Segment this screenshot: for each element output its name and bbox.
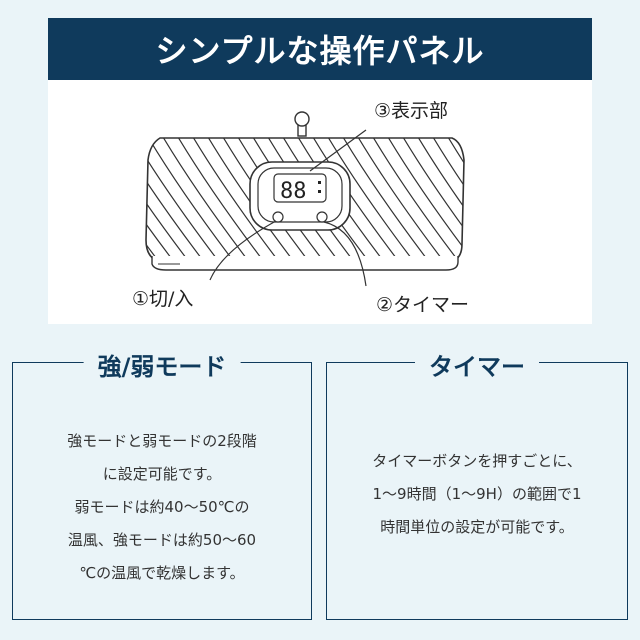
mode-line: 強モードと弱モードの2段階 <box>67 432 257 450</box>
mode-heading: 強/弱モード <box>83 347 241 382</box>
texture-stripe <box>48 120 113 280</box>
timer-line: 時間単位の設定が可能です。 <box>380 518 574 536</box>
texture-stripe <box>407 138 464 262</box>
power-button[interactable] <box>272 211 284 223</box>
mode-line: 温風、強モードは約50～60 <box>67 531 257 549</box>
timer-description: タイマーボタンを押すごとに、 1～9時間（1～9H）の範囲で1 時間単位の設定が… <box>327 445 627 544</box>
texture-stripe <box>48 120 143 280</box>
dryer-base <box>151 256 459 271</box>
timer-line: 1～9時間（1～9H）の範囲で1 <box>372 485 582 503</box>
texture-stripe <box>452 138 464 262</box>
display-leader <box>309 129 367 172</box>
texture-stripe <box>48 120 98 280</box>
mode-info-box: 強/弱モード 強モードと弱モードの2段階 に設定可能です。 弱モードは約40～5… <box>12 347 312 620</box>
callout-display: ③表示部 <box>374 100 449 122</box>
timer-info-box: タイマー タイマーボタンを押すごとに、 1～9時間（1～9H）の範囲で1 時間単… <box>326 347 628 620</box>
power-leader <box>209 220 277 281</box>
leader-lines <box>209 129 367 287</box>
texture-stripe <box>377 138 464 262</box>
texture-stripe <box>498 120 592 280</box>
texture-stripe <box>543 120 592 280</box>
title-banner: シンプルな操作パネル <box>48 18 592 80</box>
display-readout: 88 <box>280 179 307 204</box>
mode-line: に設定可能です。 <box>102 465 222 483</box>
texture-stripe <box>468 120 578 280</box>
mode-description: 強モードと弱モードの2段階 に設定可能です。 弱モードは約40～50℃の 温風、… <box>13 425 311 590</box>
timer-leader <box>323 221 367 287</box>
callout-power: ①切/入 <box>132 288 194 310</box>
texture-stripe <box>528 120 592 280</box>
product-diagram: 88 ③表示部 ①切/入 ②タイマー <box>48 80 592 324</box>
mode-line: 弱モードは約40～50℃の <box>74 498 250 516</box>
timer-line: タイマーボタンを押すごとに、 <box>372 452 582 470</box>
timer-button[interactable] <box>316 211 328 223</box>
page-title: シンプルな操作パネル <box>155 32 485 70</box>
dryer-illustration: 88 <box>48 111 592 287</box>
texture-stripe <box>146 138 159 262</box>
texture-stripe <box>483 120 592 280</box>
timer-heading: タイマー <box>415 347 539 382</box>
control-panel: 88 <box>249 161 351 231</box>
mode-line: ℃の温風で乾燥します。 <box>79 564 245 582</box>
texture-stripe <box>513 120 592 280</box>
top-knob <box>294 111 310 137</box>
texture-stripe <box>392 138 464 262</box>
callout-timer: ②タイマー <box>376 294 470 316</box>
texture-stripe <box>48 120 128 280</box>
